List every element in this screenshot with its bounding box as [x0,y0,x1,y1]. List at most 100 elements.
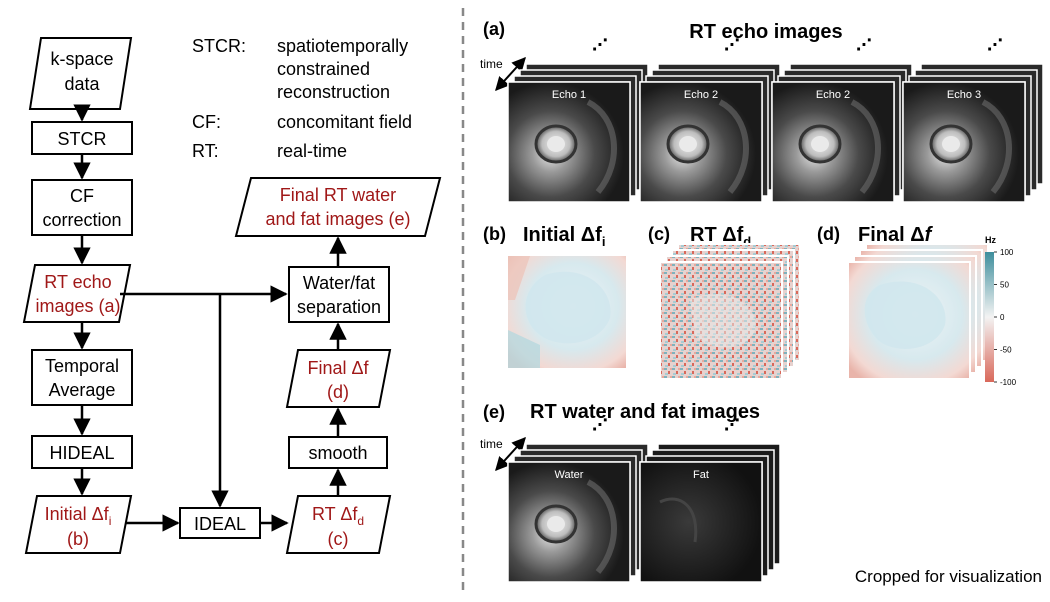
cf-correction-node [31,179,133,236]
image-label: Fat [693,469,709,481]
ventricle-region [547,136,565,152]
initial-df-sub: i [109,514,112,528]
echo-image-stack: Echo 1 ⋰ [507,35,649,203]
image-label: Echo 3 [947,89,981,101]
panel-a-title: RT echo images [689,21,842,43]
smooth-label: smooth [308,443,367,463]
kspace-data-node [28,37,133,110]
final-images-label-2: and fat images (e) [265,209,410,229]
smooth-node [288,436,388,469]
panel-d-title: Final Δf [858,224,934,246]
final-df-label-2: (d) [327,382,349,402]
ventricle-region [547,516,565,532]
wf-label-1: Water/fat [303,273,375,293]
ventricle-region [679,136,697,152]
tissue-structure [981,99,1012,194]
panel-d-title-prefix: Final Δ [858,224,925,246]
panel-b-title: Initial Δfi [523,224,605,249]
flow-arrows [73,104,347,532]
tissue-structure [586,99,617,194]
hideal-node [31,435,133,469]
abbreviation-legend: STCR: spatiotemporally constrained recon… [192,36,412,161]
colorbar-unit: Hz [985,235,996,245]
final-df-node [285,349,392,408]
final-fieldmap-stack [847,243,989,380]
stack-ellipsis: ⋰ [592,35,608,54]
image-label: Water [555,469,584,481]
final-df-label-1: Final Δf [307,358,369,378]
water-image-stack: Water⋰ [507,415,649,583]
panel-b-label: (b) [483,224,506,244]
legend-rt-desc: real-time [277,141,347,161]
fat-image-stack: Fat ⋰ [639,415,781,583]
legend-rt-abbr: RT: [192,141,219,161]
colorbar: Hz 100 50 0 -50 -100 [985,235,1017,387]
fat-structure [659,497,698,543]
initial-df-prefix: Initial Δf [45,504,110,524]
rt-df-node [285,495,392,554]
panel-c-title-prefix: RT Δf [690,224,744,246]
legend-cf-desc: concomitant field [277,112,412,132]
image-label: Echo 1 [552,89,586,101]
water-fat-image-stacks: Water⋰ Fat ⋰ [507,415,781,583]
flowchart: k-space data STCR CF correction RT echo … [22,37,442,554]
panel-c-title: RT Δfd [690,224,751,249]
colorbar-tick-label: -50 [1000,346,1012,355]
rt-df-label-1: RT Δfd [312,504,364,528]
image-frame [639,461,763,583]
panel-e-title: RT water and fat images [530,401,760,423]
colorbar-tick-label: 50 [1000,281,1009,290]
temporal-average-node [31,349,133,406]
final-images-node [234,177,442,237]
water-fat-separation-node [288,266,390,323]
panel-d-title-f: f [925,224,934,246]
ventricle-region [942,136,960,152]
initial-df-node [24,495,133,554]
panel-c-label: (c) [648,224,670,244]
tissue-structure [586,479,617,574]
panel-b-title-sub: i [602,234,606,249]
time-arrow-e [495,436,526,472]
colorbar-ticks: 100 50 0 -50 -100 [994,248,1017,387]
time-arrow-a [495,56,526,92]
ideal-label: IDEAL [194,514,246,534]
tissue-structure [850,99,881,194]
rt-fieldmap-stack [659,243,801,380]
panel-e-label: (e) [483,402,505,422]
initial-df-label-1: Initial Δfi [45,504,112,528]
stack-ellipsis: ⋰ [856,35,872,54]
ideal-node [179,507,261,539]
image-label: Echo 2 [816,89,850,101]
time-label-a: time [480,57,503,71]
rt-echo-label-1: RT echo [44,272,111,292]
cf-label-2: correction [42,210,121,230]
rt-echo-label-2: images (a) [35,296,120,316]
legend-stcr-line3: reconstruction [277,82,390,102]
initial-df-label-2: (b) [67,529,89,549]
rt-echo-node [22,264,132,323]
panel-a-label: (a) [483,19,505,39]
time-label-e: time [480,437,503,451]
stcr-label: STCR [58,129,107,149]
echo-image-stack: Echo 2 ⋰ [639,35,781,203]
legend-stcr-line2: constrained [277,59,370,79]
colorbar-tick-label: 0 [1000,313,1005,322]
initial-fieldmap-image [508,256,626,368]
panel-c-title-sub: d [743,234,751,249]
wf-label-2: separation [297,297,381,317]
rt-df-sub: d [357,514,364,528]
legend-stcr-abbr: STCR: [192,36,246,56]
footnote: Cropped for visualization [855,567,1042,586]
rt-df-label-2: (c) [328,529,349,549]
colorbar-tick-label: -100 [1000,378,1017,387]
stack-ellipsis: ⋰ [724,415,740,434]
hideal-label: HIDEAL [49,443,114,463]
echo-image-stacks: Echo 1⋰Echo 2⋰Echo 2⋰Echo 3⋰ [507,35,1044,203]
image-label: Echo 2 [684,89,718,101]
stack-ellipsis: ⋰ [724,35,740,54]
echo-image-stack: Echo 2 ⋰ [771,35,913,203]
colorbar-tick-label: 100 [1000,248,1014,257]
tissue-structure [718,99,749,194]
colorbar-gradient [985,252,994,382]
temporal-label-2: Average [49,380,116,400]
